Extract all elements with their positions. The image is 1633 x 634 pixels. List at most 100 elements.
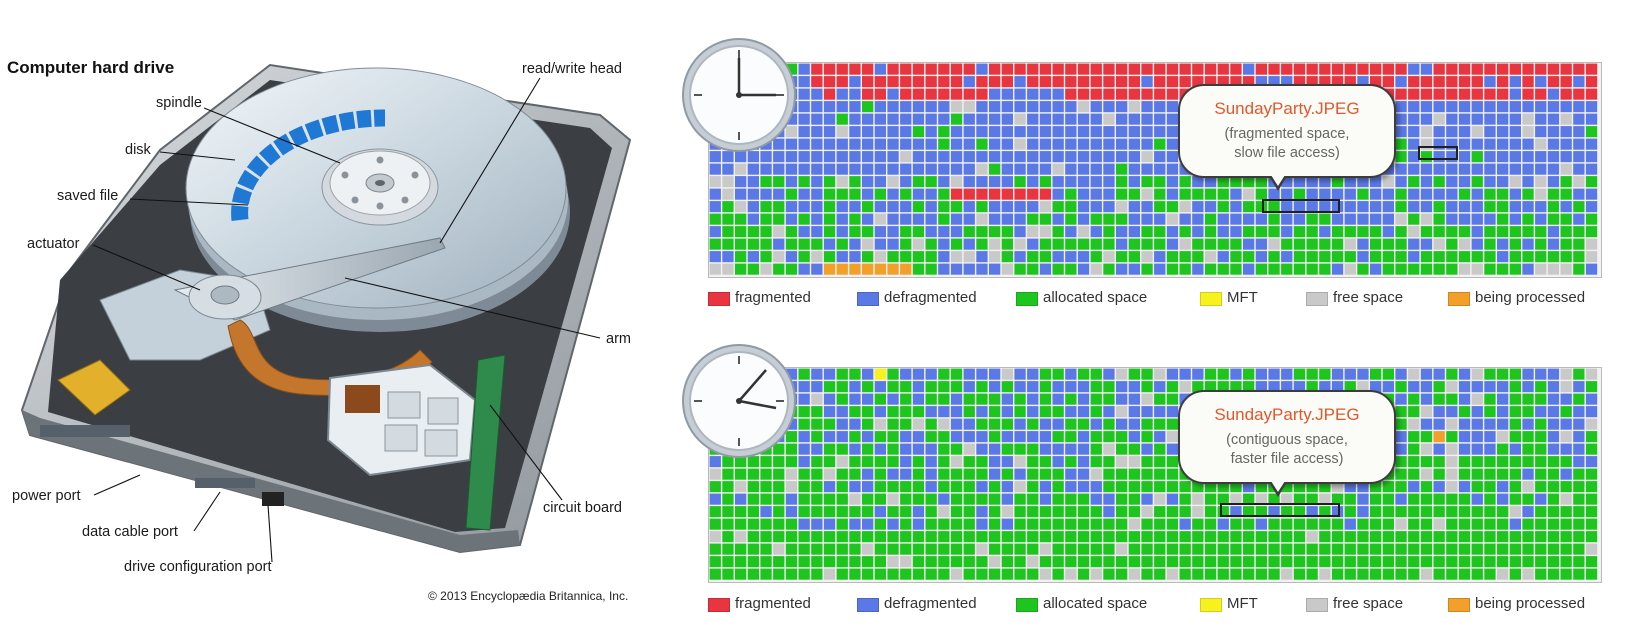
disk-block (1204, 556, 1217, 568)
disk-block (1192, 226, 1204, 238)
disk-block (760, 493, 772, 505)
disk-block (823, 213, 836, 225)
disk-block (1331, 251, 1344, 263)
disk-block (1497, 101, 1509, 113)
disk-block (1039, 151, 1052, 163)
disk-block (811, 63, 823, 75)
disk-block (1433, 251, 1445, 263)
disk-block (1217, 506, 1229, 518)
disk-block (1573, 176, 1585, 188)
disk-block (1116, 518, 1128, 530)
disk-block (963, 126, 975, 138)
disk-block (773, 226, 785, 238)
disk-block (1166, 493, 1179, 505)
disk-block (938, 531, 950, 543)
disk-block (1382, 63, 1394, 75)
disk-block (1420, 176, 1433, 188)
disk-block (1243, 263, 1255, 275)
disk-block (1509, 506, 1521, 518)
disk-block (1471, 481, 1483, 493)
disk-block (823, 518, 836, 530)
disk-block (1458, 226, 1471, 238)
disk-block (1116, 493, 1128, 505)
disk-block (1458, 138, 1471, 150)
disk-block (1293, 556, 1306, 568)
disk-block (862, 368, 874, 380)
disk-block (1179, 238, 1191, 250)
disk-block (912, 456, 925, 468)
disk-block (1293, 543, 1306, 555)
disk-block (862, 543, 874, 555)
disk-block (1166, 431, 1179, 443)
disk-block (900, 481, 912, 493)
disk-block (1370, 518, 1382, 530)
disk-block (862, 126, 874, 138)
disk-block (989, 76, 1001, 88)
disk-block (1408, 238, 1420, 250)
disk-block (836, 213, 848, 225)
disk-block (963, 406, 975, 418)
disk-block (760, 213, 772, 225)
disk-block (1433, 368, 1445, 380)
disk-block (1547, 506, 1560, 518)
disk-block (1154, 251, 1166, 263)
disk-block (798, 213, 810, 225)
disk-block (1408, 163, 1420, 175)
disk-block (938, 543, 950, 555)
disk-block (1116, 138, 1128, 150)
disk-block (1052, 263, 1064, 275)
disk-block (874, 76, 886, 88)
disk-block (989, 163, 1001, 175)
disk-block (1497, 443, 1509, 455)
disk-block (938, 263, 950, 275)
disk-block (1141, 506, 1153, 518)
disk-block (1039, 126, 1052, 138)
disk-block (1522, 393, 1534, 405)
disk-block (1103, 101, 1115, 113)
disk-block (849, 531, 861, 543)
disk-block (1204, 481, 1217, 493)
disk-block (874, 481, 886, 493)
disk-block (1077, 443, 1090, 455)
disk-block (1395, 163, 1407, 175)
disk-block (912, 531, 925, 543)
disk-block (1052, 456, 1064, 468)
disk-block (1357, 63, 1369, 75)
disk-block (1395, 393, 1407, 405)
disk-block (785, 518, 798, 530)
disk-block (1052, 138, 1064, 150)
disk-block (1331, 481, 1344, 493)
disk-block (1484, 556, 1496, 568)
disk-block (1585, 176, 1598, 188)
disk-block (1433, 531, 1445, 543)
disk-block (1509, 126, 1521, 138)
disk-block (1001, 468, 1013, 480)
disk-block (1128, 126, 1140, 138)
disk-block (1535, 238, 1547, 250)
disk-block (1319, 76, 1331, 88)
disk-block (1535, 138, 1547, 150)
disk-block (1255, 263, 1267, 275)
disk-block (1027, 188, 1039, 200)
disk-block (1014, 543, 1026, 555)
disk-block (1166, 568, 1179, 580)
disk-block (1319, 251, 1331, 263)
disk-block (1458, 568, 1471, 580)
disk-block (823, 76, 836, 88)
disk-block (1204, 543, 1217, 555)
disk-block (836, 518, 848, 530)
disk-block (1331, 63, 1344, 75)
disk-block (836, 506, 848, 518)
disk-block (1052, 238, 1064, 250)
disk-block (1090, 213, 1102, 225)
disk-block (1395, 251, 1407, 263)
disk-block (1344, 518, 1356, 530)
disk-block (874, 138, 886, 150)
disk-block (1547, 126, 1560, 138)
disk-block (1141, 518, 1153, 530)
disk-block (1001, 406, 1013, 418)
disk-block (1573, 531, 1585, 543)
disk-block (1014, 443, 1026, 455)
disk-block (1166, 406, 1179, 418)
disk-block (1509, 113, 1521, 125)
